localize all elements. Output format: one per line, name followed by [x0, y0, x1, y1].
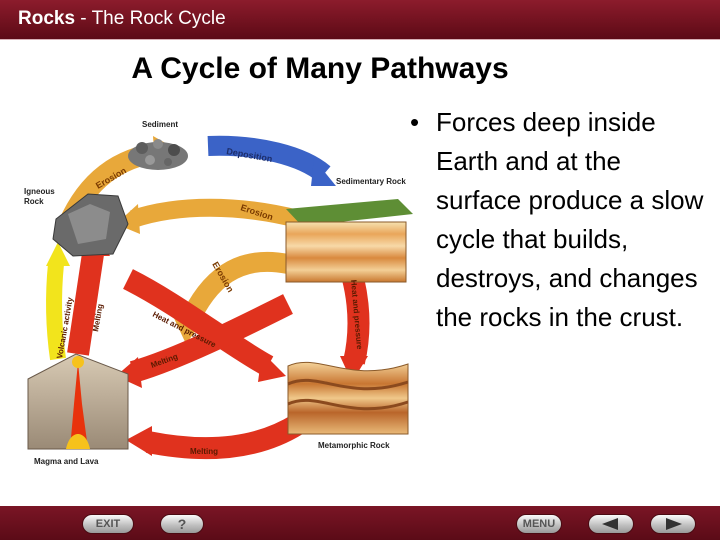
deposition-arrow	[207, 135, 336, 186]
menu-button[interactable]: MENU	[516, 514, 562, 534]
header-rule	[0, 39, 720, 40]
sedimentary-rock-illustration	[285, 199, 413, 283]
metamorphic-rock-illustration	[287, 361, 409, 435]
previous-arrow-icon	[602, 518, 618, 530]
magma-lava-illustration	[27, 353, 129, 450]
header-bar: Rocks - The Rock Cycle	[0, 0, 720, 40]
label-sediment: Sediment	[142, 120, 178, 129]
exit-button[interactable]: EXIT	[82, 514, 134, 534]
volcanic-arrow	[45, 242, 70, 361]
heat-pressure-arrow-center	[123, 269, 286, 382]
igneous-rock-illustration	[52, 193, 129, 257]
menu-button-label: MENU	[522, 518, 556, 530]
next-arrow-icon	[666, 518, 682, 530]
section-subtitle: The Rock Cycle	[91, 8, 226, 29]
melting-arrow-bottom	[126, 414, 304, 460]
label-melting-bottom: Melting	[190, 447, 218, 456]
slide-title-text: A Cycle of Many Pathways	[131, 52, 509, 85]
label-sedimentary-rock: Sedimentary Rock	[336, 177, 406, 186]
help-button[interactable]: ?	[160, 514, 204, 534]
exit-button-label: EXIT	[95, 518, 121, 530]
previous-button[interactable]	[588, 514, 634, 534]
label-metamorphic-rock: Metamorphic Rock	[318, 441, 390, 450]
bullet-marker: •	[410, 107, 420, 137]
help-button-label: ?	[177, 516, 187, 532]
navigation-bar: EXIT ? MENU	[0, 506, 720, 540]
header-title: Rocks - The Rock Cycle	[18, 8, 226, 30]
title-separator: -	[75, 8, 92, 29]
next-button[interactable]	[650, 514, 696, 534]
slide-title: A Cycle of Many Pathways	[0, 52, 720, 86]
section-name: Rocks	[18, 8, 76, 29]
bullet-text: Forces deep inside Earth and at the surf…	[436, 107, 704, 332]
label-magma-lava: Magma and Lava	[34, 457, 99, 466]
melting-arrow-center	[116, 294, 293, 388]
sediment-illustration	[128, 139, 188, 170]
